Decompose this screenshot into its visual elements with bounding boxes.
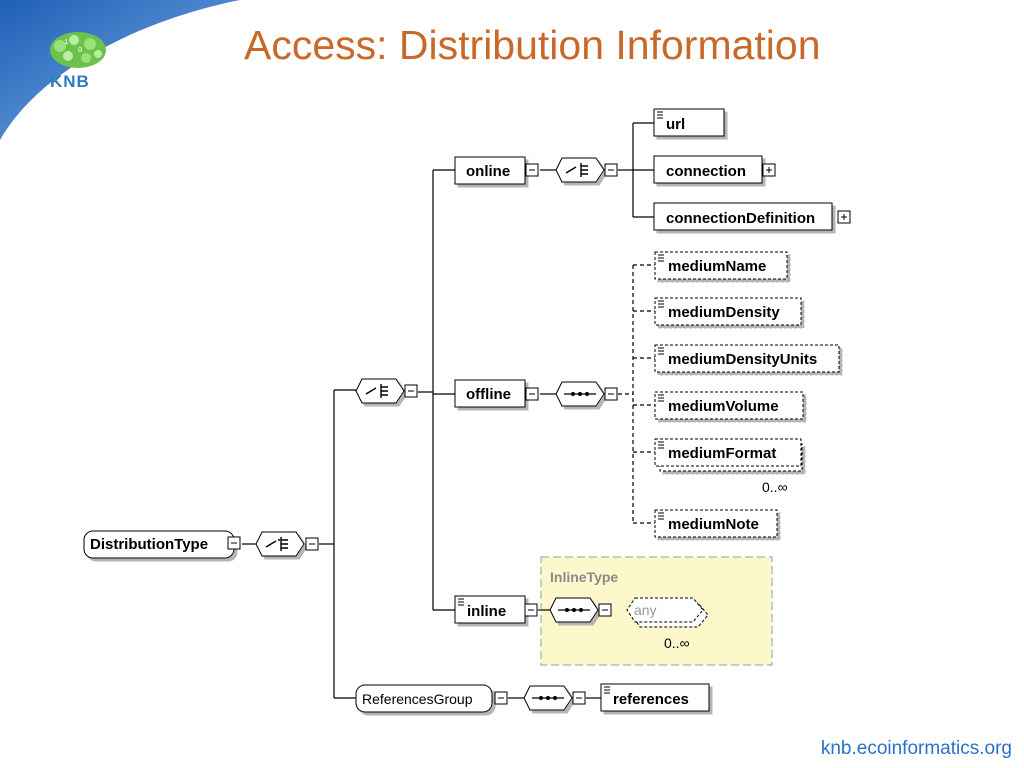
logo-text: KNB xyxy=(50,72,90,91)
sequence-compositor-offline xyxy=(555,381,618,407)
node-label-medium-format: mediumFormat xyxy=(668,445,776,462)
node-label-inline: inline xyxy=(467,603,506,620)
cardinality-any: 0..∞ xyxy=(664,635,690,651)
node-label-connection: connection xyxy=(666,163,746,180)
svg-text:0: 0 xyxy=(78,47,82,55)
any-label: any xyxy=(634,602,657,618)
node-references-group[interactable]: ReferencesGroup xyxy=(355,684,508,713)
node-connection[interactable]: connection xyxy=(653,155,776,184)
node-medium-name[interactable] xyxy=(654,251,788,280)
page-title: Access: Distribution Information xyxy=(244,22,821,68)
sequence-compositor-root xyxy=(255,531,319,557)
corner-decoration xyxy=(0,0,240,140)
node-inline[interactable]: inline xyxy=(454,595,538,624)
node-label-offline: offline xyxy=(466,386,511,403)
node-label-medium-density-units: mediumDensityUnits xyxy=(668,351,817,368)
any-element[interactable] xyxy=(626,597,704,623)
node-label-references-group: ReferencesGroup xyxy=(362,691,473,707)
inline-type-title: InlineType xyxy=(550,569,618,585)
node-medium-format[interactable] xyxy=(654,438,802,467)
node-distribution-type[interactable]: DistributionType xyxy=(83,530,241,559)
node-connection-definition[interactable]: connectionDefinition xyxy=(653,202,851,231)
svg-text:1: 1 xyxy=(64,39,68,47)
inline-type-box: InlineType any 0..∞ xyxy=(540,556,773,666)
node-offline[interactable]: offline xyxy=(454,379,539,408)
node-label-medium-volume: mediumVolume xyxy=(668,398,779,415)
sequence-compositor-references xyxy=(523,685,586,711)
node-medium-density-units[interactable] xyxy=(654,344,840,373)
knb-logo-icon: 1 0 xyxy=(50,32,106,68)
node-label-medium-density: mediumDensity xyxy=(668,304,780,321)
node-label-root: DistributionType xyxy=(90,536,208,553)
node-label-medium-name: mediumName xyxy=(668,258,766,275)
node-online[interactable]: online xyxy=(454,156,539,185)
node-label-connection-definition: connectionDefinition xyxy=(666,210,815,227)
choice-compositor-online xyxy=(555,157,618,183)
node-url[interactable]: url xyxy=(653,108,725,137)
node-medium-density[interactable] xyxy=(654,297,802,326)
node-medium-note[interactable] xyxy=(654,509,778,538)
node-label-online: online xyxy=(466,163,510,180)
node-label-url: url xyxy=(666,116,685,133)
cardinality-medium-format: 0..∞ xyxy=(762,479,788,495)
node-references[interactable]: references xyxy=(600,683,710,712)
node-label-medium-note: mediumNote xyxy=(668,516,759,533)
choice-compositor xyxy=(355,378,418,404)
node-medium-volume[interactable] xyxy=(654,391,804,420)
footer-url[interactable]: knb.ecoinformatics.org xyxy=(820,738,1012,759)
node-label-references: references xyxy=(613,691,689,708)
